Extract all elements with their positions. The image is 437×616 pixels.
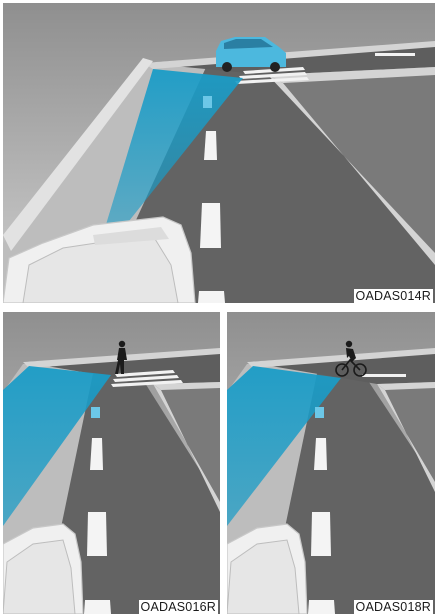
figure-pedestrian-detection: OADAS016R: [3, 312, 220, 614]
figure-code: OADAS014R: [354, 289, 433, 303]
figure-car-detection: OADAS014R: [3, 3, 435, 303]
scene-pedestrian: [3, 312, 220, 614]
figure-code: OADAS018R: [354, 600, 433, 614]
scene-car: [3, 3, 435, 303]
scene-cyclist: [227, 312, 435, 614]
figure-code: OADAS016R: [139, 600, 218, 614]
ego-car: [3, 524, 83, 614]
figure-cyclist-detection: OADAS018R: [227, 312, 435, 614]
beam-target-marker: [315, 407, 324, 418]
beam-target-marker: [91, 407, 100, 418]
beam-target-marker: [203, 96, 212, 108]
cross-road-marking: [375, 53, 415, 56]
ego-car: [227, 524, 307, 614]
cross-road-marking: [362, 374, 406, 377]
